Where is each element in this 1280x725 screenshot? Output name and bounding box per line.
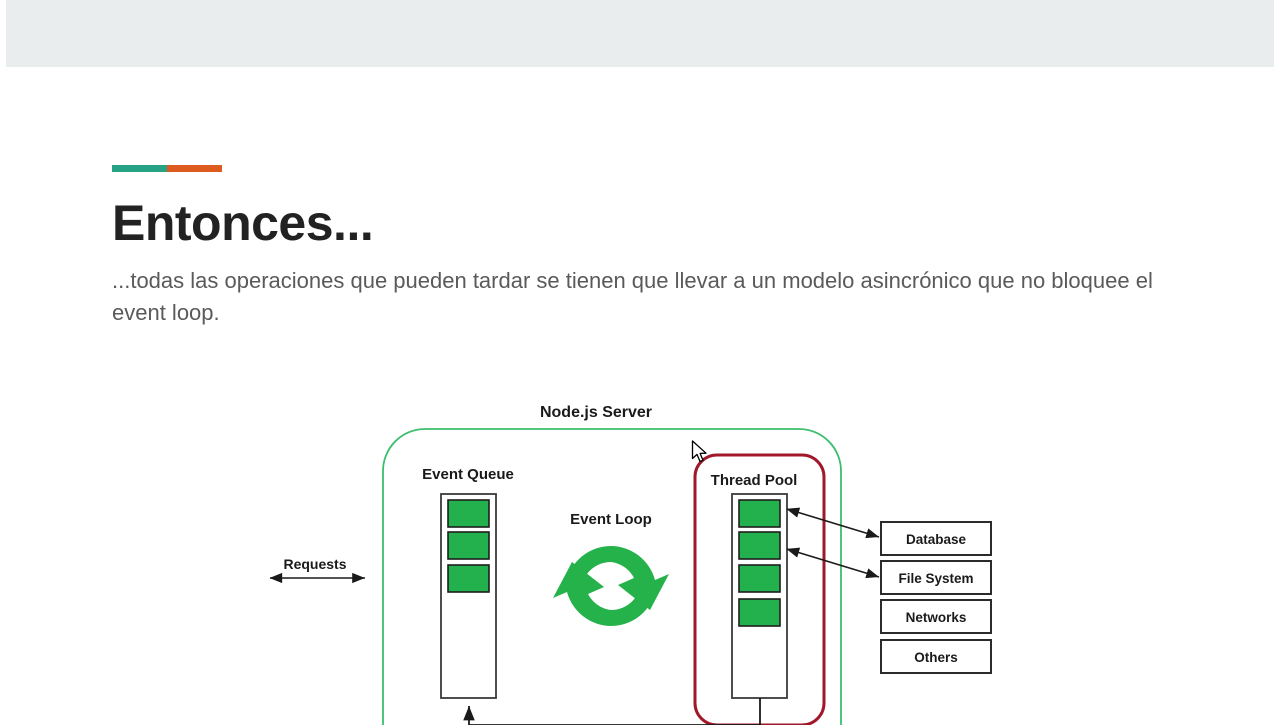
slide-canvas: Entonces... ...todas las operaciones que… bbox=[0, 67, 1280, 725]
thread-pool-column bbox=[731, 493, 788, 699]
diagram-title: Node.js Server bbox=[540, 404, 652, 421]
resource-list: Database File System Networks Others bbox=[880, 521, 992, 674]
resource-box-others[interactable] bbox=[880, 639, 992, 674]
event-queue-slot bbox=[447, 531, 490, 560]
accent-segment-teal bbox=[112, 165, 167, 172]
thread-pool-slot bbox=[738, 598, 781, 627]
event-loop-icon bbox=[553, 546, 669, 626]
slide-subtitle: ...todas las operaciones que pueden tard… bbox=[112, 268, 1153, 325]
thread-pool-boundary bbox=[693, 453, 826, 725]
thread-to-filesystem-arrow bbox=[786, 547, 880, 579]
thread-pool-slot bbox=[738, 499, 781, 528]
accent-segment-orange bbox=[167, 165, 222, 172]
resource-box-networks[interactable] bbox=[880, 599, 992, 634]
top-bar-surface bbox=[6, 0, 1274, 67]
resource-box-database[interactable] bbox=[880, 521, 992, 556]
event-queue-slot bbox=[447, 499, 490, 528]
title-accent-rule bbox=[112, 165, 222, 172]
event-queue-slot bbox=[447, 564, 490, 593]
resource-label-database: Database bbox=[906, 532, 967, 547]
browser-top-bar bbox=[0, 0, 1280, 67]
thread-pool-slot bbox=[738, 531, 781, 560]
event-queue-column bbox=[440, 493, 497, 699]
thread-pool-label: Thread Pool bbox=[711, 472, 798, 489]
thread-to-database-arrow bbox=[786, 507, 880, 539]
page-title: Entonces... bbox=[112, 195, 374, 251]
resource-label-networks: Networks bbox=[906, 610, 967, 625]
event-queue-label: Event Queue bbox=[422, 466, 514, 483]
requests-label: Requests bbox=[283, 556, 346, 572]
nodejs-architecture-diagram: Node.js Server Requests Event Queue Even… bbox=[255, 325, 1015, 725]
resource-box-file-system[interactable] bbox=[880, 560, 992, 595]
resource-label-others: Others bbox=[914, 650, 958, 665]
nodejs-server-boundary bbox=[382, 428, 842, 725]
resource-label-file-system: File System bbox=[898, 571, 973, 586]
thread-pool-slot bbox=[738, 564, 781, 593]
event-loop-label: Event Loop bbox=[570, 511, 652, 528]
operation-completed-path bbox=[463, 698, 761, 725]
